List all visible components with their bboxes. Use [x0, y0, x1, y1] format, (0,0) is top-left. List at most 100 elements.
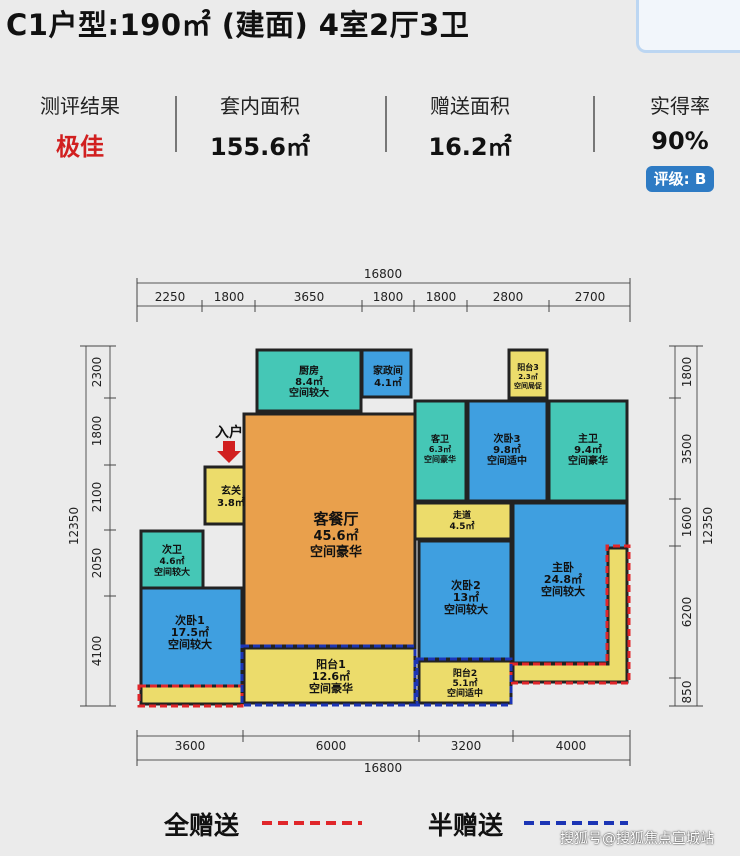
dim-label: 1800: [214, 290, 245, 304]
dim-label: 6200: [680, 597, 694, 628]
balcony2-area: 5.1㎡: [453, 677, 478, 689]
balcony1-area: 12.6㎡: [312, 669, 350, 683]
legend-full: 全赠送: [164, 806, 239, 842]
dim-right-total: 12350: [701, 507, 715, 545]
dim-label: 1600: [680, 507, 694, 538]
legend-half-label: 半赠送: [428, 811, 504, 840]
dim-label: 1800: [426, 290, 457, 304]
dim-top-total: 16800: [364, 267, 402, 281]
stat-efficiency: 实得率 90%: [630, 90, 730, 155]
room-bedroom2: [417, 539, 513, 661]
bedroom1-name: 次卧1: [175, 613, 205, 627]
bath2-area: 4.6㎡: [160, 555, 185, 567]
foyer-name: 玄关: [221, 484, 241, 497]
bedroom2-area: 13㎡: [453, 590, 479, 604]
corridor-name: 走道: [452, 509, 471, 521]
dim-label: 4000: [556, 739, 587, 753]
dimension-labels: 16800 2250 1800 3650 1800 1800 2800 2700…: [155, 267, 606, 775]
balcony3-area: 2.3㎡: [518, 372, 537, 381]
stat-value: 155.6㎡: [210, 133, 310, 161]
bath2-name: 次卫: [162, 543, 182, 556]
master-area: 24.8㎡: [544, 572, 582, 586]
bedroom2-desc: 空间较大: [444, 602, 488, 616]
legend-full-swatch: [262, 821, 362, 825]
legend-half-swatch: [524, 821, 628, 825]
room-kitchen: [255, 348, 363, 413]
dim-label: 3650: [294, 290, 325, 304]
room-bath2: [139, 529, 205, 590]
stat-label: 测评结果: [40, 94, 120, 118]
kitchen-area: 8.4㎡: [295, 375, 323, 388]
dim-label: 2050: [90, 548, 104, 579]
kitchen-name: 厨房: [299, 364, 319, 377]
dim-label: 1800: [90, 416, 104, 447]
stat-label: 赠送面积: [430, 94, 510, 118]
legend-full-label: 全赠送: [164, 811, 240, 840]
master-name: 主卧: [552, 560, 574, 574]
stats-bar: 测评结果 极佳 套内面积 155.6㎡ 赠送面积 16.2㎡ 实得率 90%: [0, 90, 740, 190]
balcony1-desc: 空间豪华: [309, 681, 353, 695]
dim-label: 3600: [175, 739, 206, 753]
dim-label: 2100: [90, 482, 104, 513]
bedroom1-desc: 空间较大: [168, 637, 212, 651]
living-name: 客餐厅: [312, 510, 358, 528]
bedroom2-name: 次卧2: [451, 578, 481, 592]
guest-bath-area: 6.3㎡: [429, 444, 451, 454]
guest-bath-name: 客卫: [430, 433, 449, 445]
dim-label: 2700: [575, 290, 606, 304]
room-balcony3: [507, 348, 549, 400]
stat-value: 极佳: [56, 133, 104, 161]
bath2-desc: 空间较大: [154, 566, 190, 578]
balcony3-desc: 空间局促: [514, 381, 543, 390]
stat-divider: [593, 96, 595, 152]
dimension-lines: [85, 282, 698, 761]
foyer-area: 3.8㎡: [217, 496, 245, 509]
dim-label: 4100: [90, 636, 104, 667]
page-title: C1户型:190㎡ (建面) 4室2厅3卫: [6, 8, 470, 42]
balcony2-name: 阳台2: [453, 667, 477, 679]
master-bath-area: 9.4㎡: [574, 443, 602, 456]
entry-label: 入户: [215, 424, 243, 441]
dim-label: 850: [680, 681, 694, 704]
dim-label: 3200: [451, 739, 482, 753]
housekeeping-area: 4.1㎡: [374, 376, 402, 389]
housekeeping-name: 家政间: [373, 364, 403, 377]
stat-label: 实得率: [650, 94, 710, 118]
bedroom3-name: 次卧3: [494, 432, 521, 445]
dim-label: 2800: [493, 290, 524, 304]
dimension-ticks: [80, 278, 703, 766]
stat-gift-area: 赠送面积 16.2㎡: [410, 90, 530, 162]
dim-bottom-total: 16800: [364, 761, 402, 775]
entry-arrow-icon: [217, 441, 241, 463]
watermark: 搜狐号@搜狐焦点宣城站: [560, 831, 714, 847]
stat-value: 16.2㎡: [428, 133, 512, 161]
stat-inner-area: 套内面积 155.6㎡: [200, 90, 320, 162]
stat-rating: 测评结果 极佳: [30, 90, 130, 162]
bedroom3-area: 9.8㎡: [493, 443, 521, 456]
master-bath-desc: 空间豪华: [568, 454, 608, 467]
room-housekeeping: [360, 348, 413, 399]
bedroom1-area: 17.5㎡: [171, 625, 209, 639]
legend-half: 半赠送: [428, 806, 503, 842]
corner-tag: [636, 0, 740, 53]
rooms: [139, 348, 629, 706]
room-bedroom3: [466, 399, 549, 503]
bedroom3-desc: 空间适中: [487, 454, 527, 467]
master-desc: 空间较大: [541, 584, 585, 598]
balcony1-name: 阳台1: [316, 657, 346, 671]
dim-label: 3500: [680, 434, 694, 465]
room-balcony2: [417, 659, 513, 705]
kitchen-desc: 空间较大: [289, 386, 329, 399]
master-bath-name: 主卫: [578, 432, 598, 445]
stat-divider: [385, 96, 387, 152]
balcony3-name: 阳台3: [517, 362, 539, 372]
room-corridor: [413, 501, 513, 541]
room-living: [242, 412, 417, 648]
dim-label: 1800: [680, 357, 694, 388]
dim-left-total: 12350: [67, 507, 81, 545]
stat-label: 套内面积: [220, 94, 300, 118]
dim-label: 6000: [316, 739, 347, 753]
guest-bath-desc: 空间豪华: [424, 454, 456, 464]
room-master-bath: [547, 399, 629, 503]
